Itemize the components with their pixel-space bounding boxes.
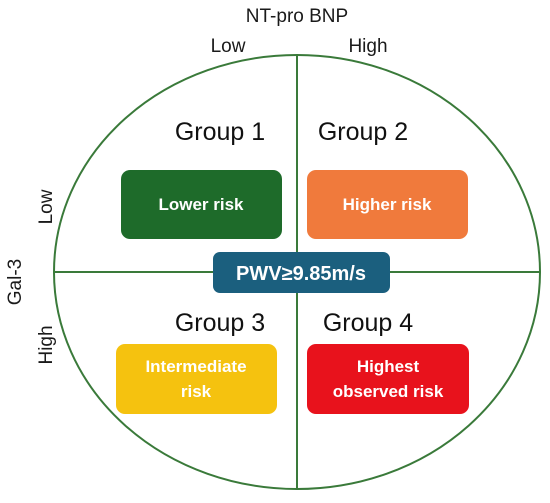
group-2-risk-box: [307, 170, 468, 239]
group-4-risk-label-line-2: observed risk: [333, 382, 444, 401]
x-axis-low-label: Low: [211, 36, 246, 57]
center-badge: [213, 252, 390, 293]
group-1-risk-box: [121, 170, 282, 239]
group-3-risk-label-line-1: Intermediate: [145, 357, 246, 376]
y-axis-title: Gal-3: [5, 259, 26, 305]
y-axis-high-label: High: [36, 325, 57, 364]
group-4-risk-label-line-1: Highest: [357, 357, 420, 376]
group-4-risk-box: [307, 344, 469, 414]
x-axis-high-label: High: [348, 36, 387, 57]
group-2-risk-label: Higher risk: [343, 195, 432, 214]
group-1-risk-label: Lower risk: [158, 195, 244, 214]
group-4-label: Group 4: [323, 309, 413, 337]
center-badge-label: PWV≥9.85m/s: [236, 263, 366, 285]
y-axis-low-label: Low: [36, 189, 57, 224]
group-3-label: Group 3: [175, 309, 265, 337]
group-3-risk-label-line-2: risk: [181, 382, 212, 401]
group-3-risk-box: [116, 344, 277, 414]
group-2-label: Group 2: [318, 118, 408, 146]
x-axis-title: NT-pro BNP: [246, 6, 348, 27]
group-1-label: Group 1: [175, 118, 265, 146]
